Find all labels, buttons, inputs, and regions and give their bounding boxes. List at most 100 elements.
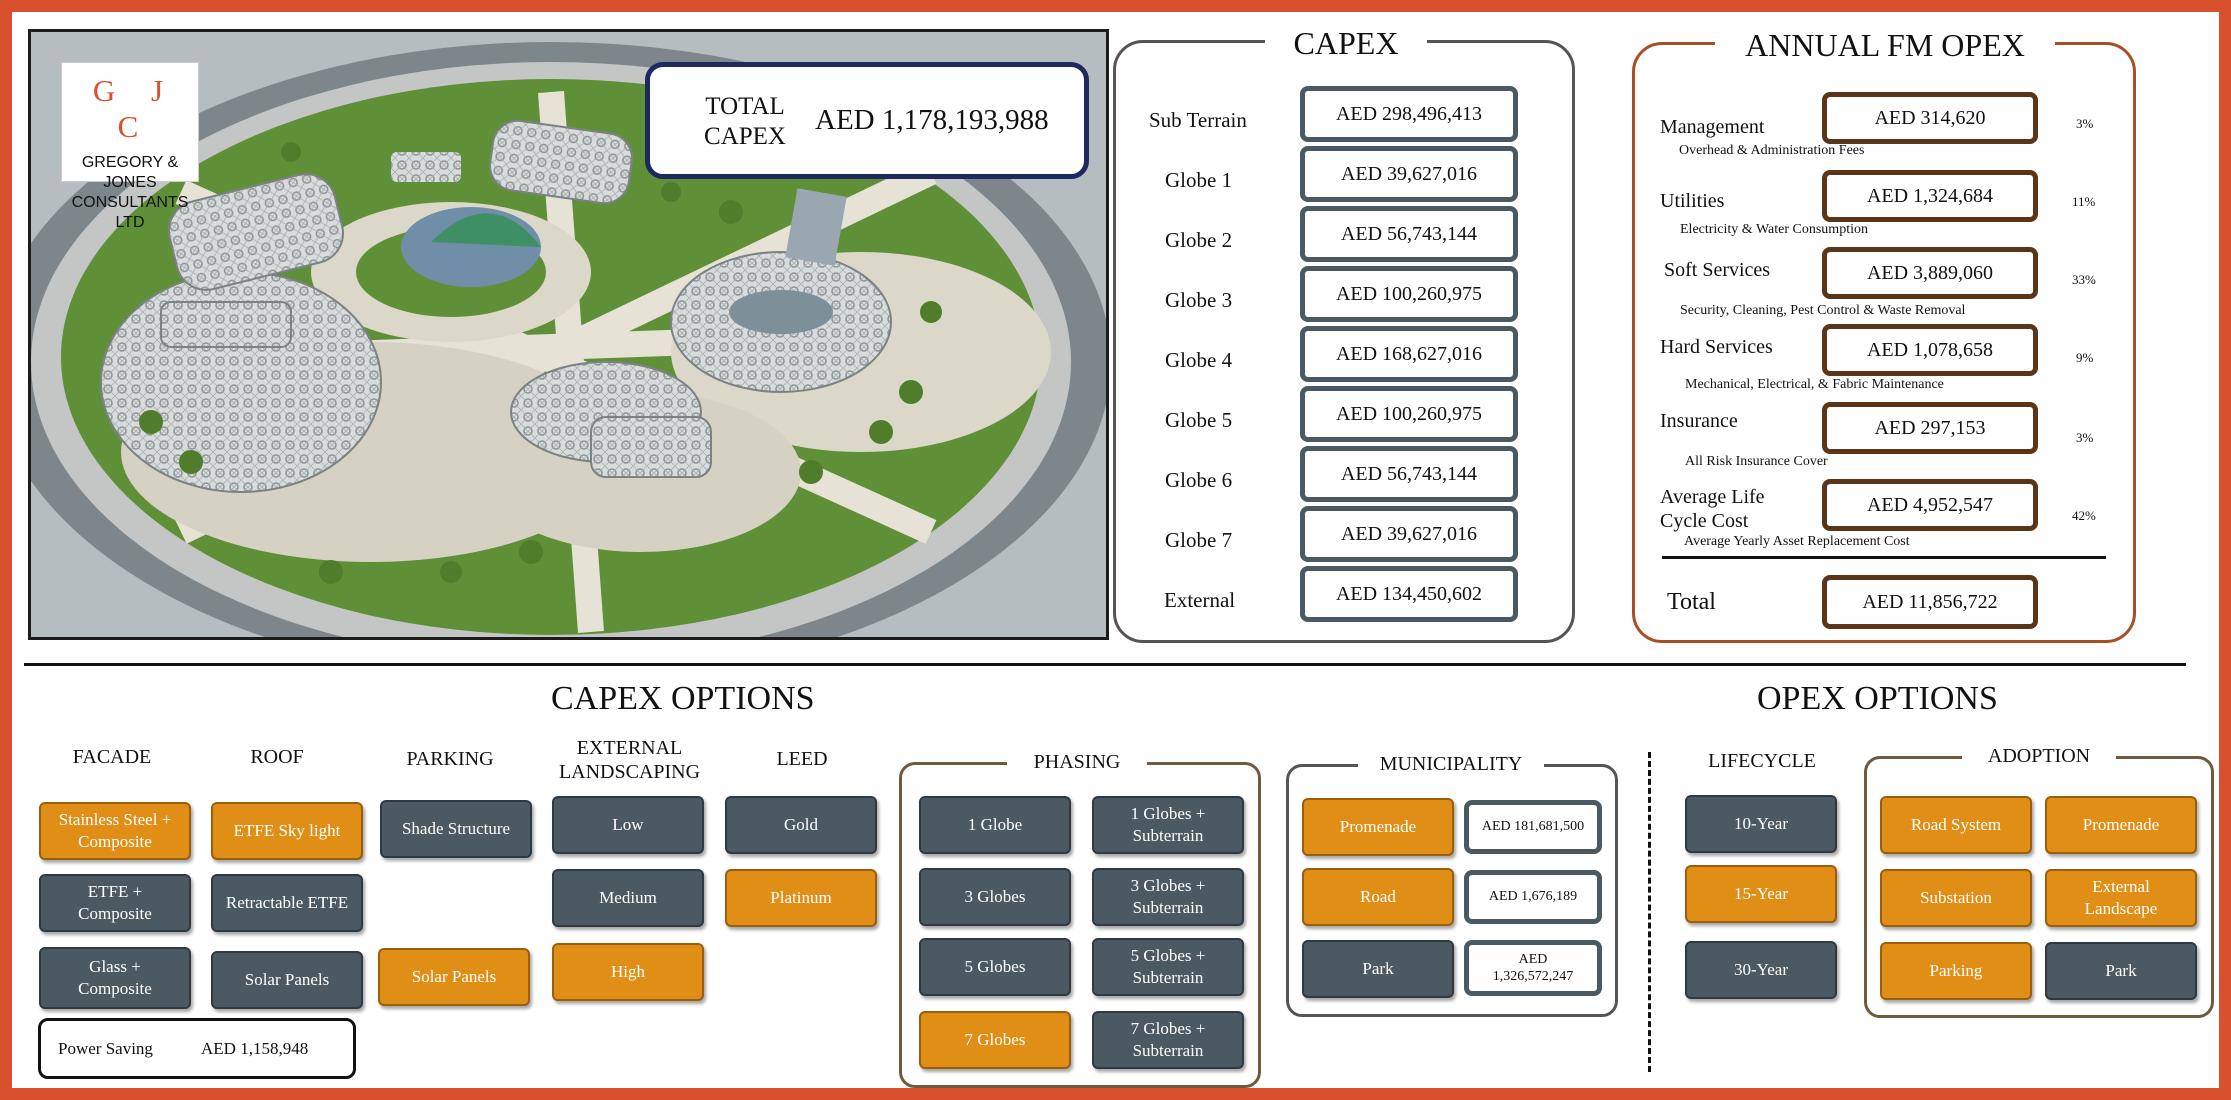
roof-option-solar-panels[interactable]: Solar Panels xyxy=(211,951,363,1009)
municipality-value-road: AED 1,676,189 xyxy=(1464,870,1602,924)
opex-title: ANNUAL FM OPEX xyxy=(1715,25,2055,65)
opex-label-insurance: Insurance xyxy=(1660,410,1738,432)
opex-label-life-cycle-line1: Average Life xyxy=(1660,486,1765,508)
adoption-option-substation-line1: Substation xyxy=(1920,888,1992,907)
opex-note-utilities: Electricity & Water Consumption xyxy=(1680,222,1868,237)
phasing-option-7-globes-subterrain-line2: Subterrain xyxy=(1132,1041,1204,1060)
facade-option-stainless-steel-line2: Composite xyxy=(78,832,152,851)
phasing-option-1-globe-subterrain[interactable]: 1 Globes +Subterrain xyxy=(1092,796,1244,854)
municipality-value-promenade: AED 181,681,500 xyxy=(1464,800,1602,854)
capex-label-globe-2: Globe 2 xyxy=(1165,228,1233,252)
capex-value-globe-6: AED 56,743,144 xyxy=(1300,446,1518,502)
facade-option-etfe-line1: ETFE + xyxy=(87,882,143,901)
opex-pct-hard-services: 9% xyxy=(2076,350,2094,365)
phasing-option-3-globes[interactable]: 3 Globes xyxy=(919,868,1071,926)
adoption-option-park-line1: Park xyxy=(2105,961,2137,980)
capex-label-globe-4: Globe 4 xyxy=(1165,348,1233,372)
opex-label-soft-services: Soft Services xyxy=(1664,259,1771,281)
capex-value-globe-1: AED 39,627,016 xyxy=(1300,146,1518,202)
capex-value-globe-5: AED 100,260,975 xyxy=(1300,386,1518,442)
leed-option-platinum[interactable]: Platinum xyxy=(725,869,877,927)
municipality-value-park-line2: 1,326,572,247 xyxy=(1492,969,1574,984)
lifecycle-option-15-year[interactable]: 15-Year xyxy=(1685,865,1837,923)
adoption-option-parking-line1: Parking xyxy=(1929,961,1983,980)
facade-option-etfe[interactable]: ETFE +Composite xyxy=(39,874,191,932)
section-divider xyxy=(24,663,2186,666)
adoption-option-promenade-line1: Promenade xyxy=(2082,815,2160,834)
capex-value-globe-3: AED 100,260,975 xyxy=(1300,266,1518,322)
opex-value-hard-services: AED 1,078,658 xyxy=(1822,324,2038,376)
opex-label-life-cycle: Average Life Cycle Cost xyxy=(1660,485,1765,533)
capex-value-external: AED 134,450,602 xyxy=(1300,566,1518,622)
adoption-option-road-system-line1: Road System xyxy=(1910,815,2002,834)
landscaping-option-high[interactable]: High xyxy=(552,943,704,1001)
lifecycle-option-10-year[interactable]: 10-Year xyxy=(1685,795,1837,853)
logo-letters: G J C xyxy=(92,73,178,144)
capex-label-external: External xyxy=(1164,588,1236,612)
adoption-title: ADOPTION xyxy=(1962,744,2116,768)
municipality-value-park-line1: AED xyxy=(1518,952,1548,967)
capex-value-globe-7: AED 39,627,016 xyxy=(1300,506,1518,562)
municipality-value-park: AED 1,326,572,247 xyxy=(1464,940,1602,996)
adoption-option-external-landscape-line1: External xyxy=(2092,877,2150,896)
phasing-option-7-globes-line1: 7 Globes xyxy=(964,1030,1026,1049)
phasing-option-7-globes[interactable]: 7 Globes xyxy=(919,1011,1071,1069)
phasing-option-5-globes-subterrain-line2: Subterrain xyxy=(1132,968,1204,987)
logo-name-line2: CONSULTANTS LTD xyxy=(71,194,189,231)
power-saving-box: Power Saving AED 1,158,948 xyxy=(38,1018,356,1079)
municipality-option-road[interactable]: Road xyxy=(1302,868,1454,926)
adoption-option-substation[interactable]: Substation xyxy=(1880,869,2032,927)
facade-option-stainless-steel-line1: Stainless Steel + xyxy=(58,810,172,829)
roof-option-etfe-sky-light[interactable]: ETFE Sky light xyxy=(211,802,363,860)
landscaping-option-low[interactable]: Low xyxy=(552,796,704,854)
adoption-option-park[interactable]: Park xyxy=(2045,942,2197,1000)
phasing-option-5-globes-subterrain-line1: 5 Globes + xyxy=(1130,946,1206,965)
opex-pct-management: 3% xyxy=(2076,116,2094,131)
landscaping-header-line1: EXTERNAL xyxy=(576,737,683,759)
opex-value-utilities: AED 1,324,684 xyxy=(1822,170,2038,222)
parking-option-shade-structure[interactable]: Shade Structure xyxy=(380,800,532,858)
opex-value-insurance: AED 297,153 xyxy=(1822,402,2038,454)
total-capex-value: AED 1,178,193,988 xyxy=(815,104,1049,136)
opex-pct-insurance: 3% xyxy=(2076,430,2094,445)
leed-header: LEED xyxy=(776,748,828,770)
capex-options-title: CAPEX OPTIONS xyxy=(551,680,815,717)
lifecycle-option-30-year[interactable]: 30-Year xyxy=(1685,941,1837,999)
municipality-option-promenade[interactable]: Promenade xyxy=(1302,798,1454,856)
capex-label-globe-6: Globe 6 xyxy=(1165,468,1233,492)
opex-label-utilities: Utilities xyxy=(1660,190,1725,212)
phasing-option-7-globes-subterrain-line1: 7 Globes + xyxy=(1130,1019,1206,1038)
phasing-option-1-globe[interactable]: 1 Globe xyxy=(919,796,1071,854)
roof-option-retractable-etfe[interactable]: Retractable ETFE xyxy=(211,874,363,932)
facade-option-glass-line2: Composite xyxy=(78,979,152,998)
leed-option-gold[interactable]: Gold xyxy=(725,796,877,854)
parking-option-solar-panels[interactable]: Solar Panels xyxy=(378,948,530,1006)
facade-option-glass[interactable]: Glass +Composite xyxy=(39,947,191,1009)
facade-option-stainless-steel[interactable]: Stainless Steel + Composite xyxy=(39,802,191,860)
phasing-option-1-globe-subterrain-line2: Subterrain xyxy=(1132,826,1204,845)
options-separator xyxy=(1648,752,1651,1072)
phasing-option-3-globes-subterrain[interactable]: 3 Globes +Subterrain xyxy=(1092,868,1244,926)
phasing-option-7-globes-subterrain[interactable]: 7 Globes + Subterrain xyxy=(1092,1011,1244,1069)
landscaping-header: EXTERNAL LANDSCAPING xyxy=(542,736,717,784)
municipality-value-road-line1: AED 1,676,189 xyxy=(1488,889,1578,904)
phasing-option-5-globes[interactable]: 5 Globes xyxy=(919,938,1071,996)
phasing-option-5-globes-subterrain[interactable]: 5 Globes + Subterrain xyxy=(1092,938,1244,996)
adoption-option-promenade[interactable]: Promenade xyxy=(2045,796,2197,854)
adoption-option-road-system[interactable]: Road System xyxy=(1880,796,2032,854)
municipality-title: MUNICIPALITY xyxy=(1358,752,1544,776)
opex-note-life-cycle: Average Yearly Asset Replacement Cost xyxy=(1684,534,1910,549)
opex-note-management: Overhead & Administration Fees xyxy=(1679,143,1865,158)
capex-label-globe-3: Globe 3 xyxy=(1165,288,1233,312)
opex-options-title: OPEX OPTIONS xyxy=(1757,680,1998,717)
total-capex-box: TOTAL CAPEX AED 1,178,193,988 xyxy=(645,62,1089,179)
opex-label-life-cycle-line2: Cycle Cost xyxy=(1660,510,1749,532)
landscaping-option-medium[interactable]: Medium xyxy=(552,869,704,927)
adoption-option-parking[interactable]: Parking xyxy=(1880,942,2032,1000)
opex-pct-life-cycle: 42% xyxy=(2072,508,2096,523)
phasing-option-1-globe-line1: 1 Globe xyxy=(967,815,1023,834)
municipality-option-park[interactable]: Park xyxy=(1302,940,1454,998)
capex-label-globe-5: Globe 5 xyxy=(1165,408,1233,432)
